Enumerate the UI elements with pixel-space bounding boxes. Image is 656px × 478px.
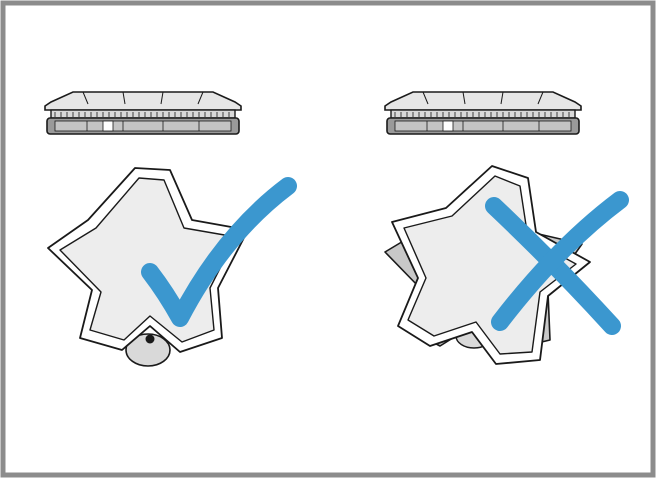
burner-side-view-right	[384, 91, 582, 135]
check-mark-icon	[141, 177, 297, 327]
burner-center-dot	[145, 334, 155, 344]
panel-incorrect	[384, 91, 629, 365]
panel-correct	[44, 91, 297, 367]
burner-side-view-left	[44, 91, 242, 135]
cross-mark-icon	[485, 191, 629, 335]
trivet-star-incorrect	[384, 165, 591, 365]
